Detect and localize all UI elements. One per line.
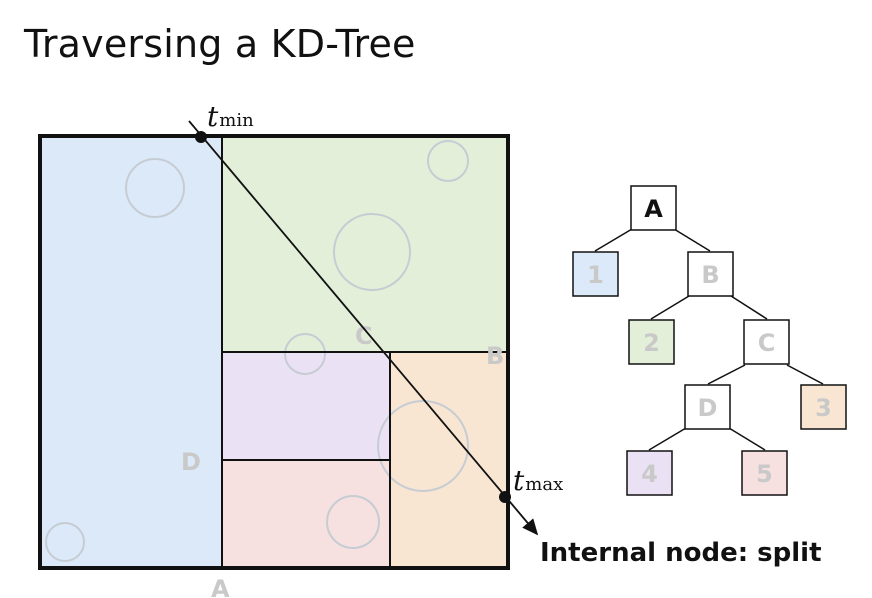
tree-node-2-label: 2 bbox=[643, 329, 660, 357]
tree-node-4-label: 4 bbox=[641, 460, 658, 488]
scene-circle bbox=[45, 522, 85, 562]
region-leaf-3 bbox=[390, 352, 508, 568]
tree-edge bbox=[673, 228, 711, 252]
tree-edge bbox=[786, 364, 824, 385]
scene-circle bbox=[377, 400, 469, 492]
tree-node-3: 3 bbox=[800, 384, 847, 430]
tmin-point bbox=[195, 131, 207, 143]
scene-circle bbox=[284, 333, 326, 375]
tree-node-3-label: 3 bbox=[815, 394, 832, 422]
space-partition: A B C D bbox=[38, 134, 510, 598]
tree-edge bbox=[650, 295, 690, 320]
scene-circle bbox=[125, 158, 185, 218]
ray-line bbox=[188, 120, 539, 536]
tree-node-b-label: B bbox=[701, 261, 719, 289]
tmin-label: tmin bbox=[207, 100, 254, 133]
kd-tree: A 1 B 2 C D 3 4 bbox=[572, 185, 847, 496]
tree-edge bbox=[728, 427, 766, 451]
tree-node-1: 1 bbox=[572, 251, 619, 297]
region-leaf-2 bbox=[222, 136, 508, 352]
scene-circle bbox=[326, 495, 380, 549]
tree-edge bbox=[730, 295, 768, 320]
tree-node-5: 5 bbox=[741, 450, 788, 496]
split-label-d: D bbox=[181, 448, 201, 476]
tree-node-a: A bbox=[630, 185, 677, 231]
split-label-c: C bbox=[355, 322, 373, 350]
scene-bounding-box bbox=[38, 134, 510, 570]
region-leaf-1 bbox=[40, 136, 222, 568]
scene-objects bbox=[45, 140, 469, 562]
tmax-point bbox=[499, 491, 511, 503]
tree-node-1-label: 1 bbox=[587, 261, 604, 289]
tmax-label: tmax bbox=[513, 464, 563, 497]
tree-node-c: C bbox=[743, 319, 790, 365]
ray: tmin tmax bbox=[188, 100, 563, 536]
tree-node-b: B bbox=[687, 251, 734, 297]
caption: Internal node: split bbox=[540, 538, 822, 568]
tree-edge bbox=[707, 364, 746, 385]
tree-edge bbox=[648, 427, 687, 451]
region-leaf-4 bbox=[222, 352, 390, 460]
split-label-a: A bbox=[211, 575, 230, 598]
tree-node-d-label: D bbox=[698, 394, 718, 422]
scene-circle bbox=[427, 140, 469, 182]
tree-node-a-label: A bbox=[644, 195, 663, 223]
tree-node-d: D bbox=[684, 384, 731, 430]
tree-node-2: 2 bbox=[628, 319, 675, 365]
scene-circle bbox=[333, 213, 411, 291]
region-leaf-5 bbox=[222, 460, 390, 568]
split-label-b: B bbox=[486, 342, 504, 370]
tree-node-c-label: C bbox=[758, 329, 776, 357]
tree-edge bbox=[594, 228, 633, 252]
tree-node-5-label: 5 bbox=[756, 460, 773, 488]
page-title: Traversing a KD-Tree bbox=[24, 22, 416, 66]
tree-node-4: 4 bbox=[626, 450, 673, 496]
